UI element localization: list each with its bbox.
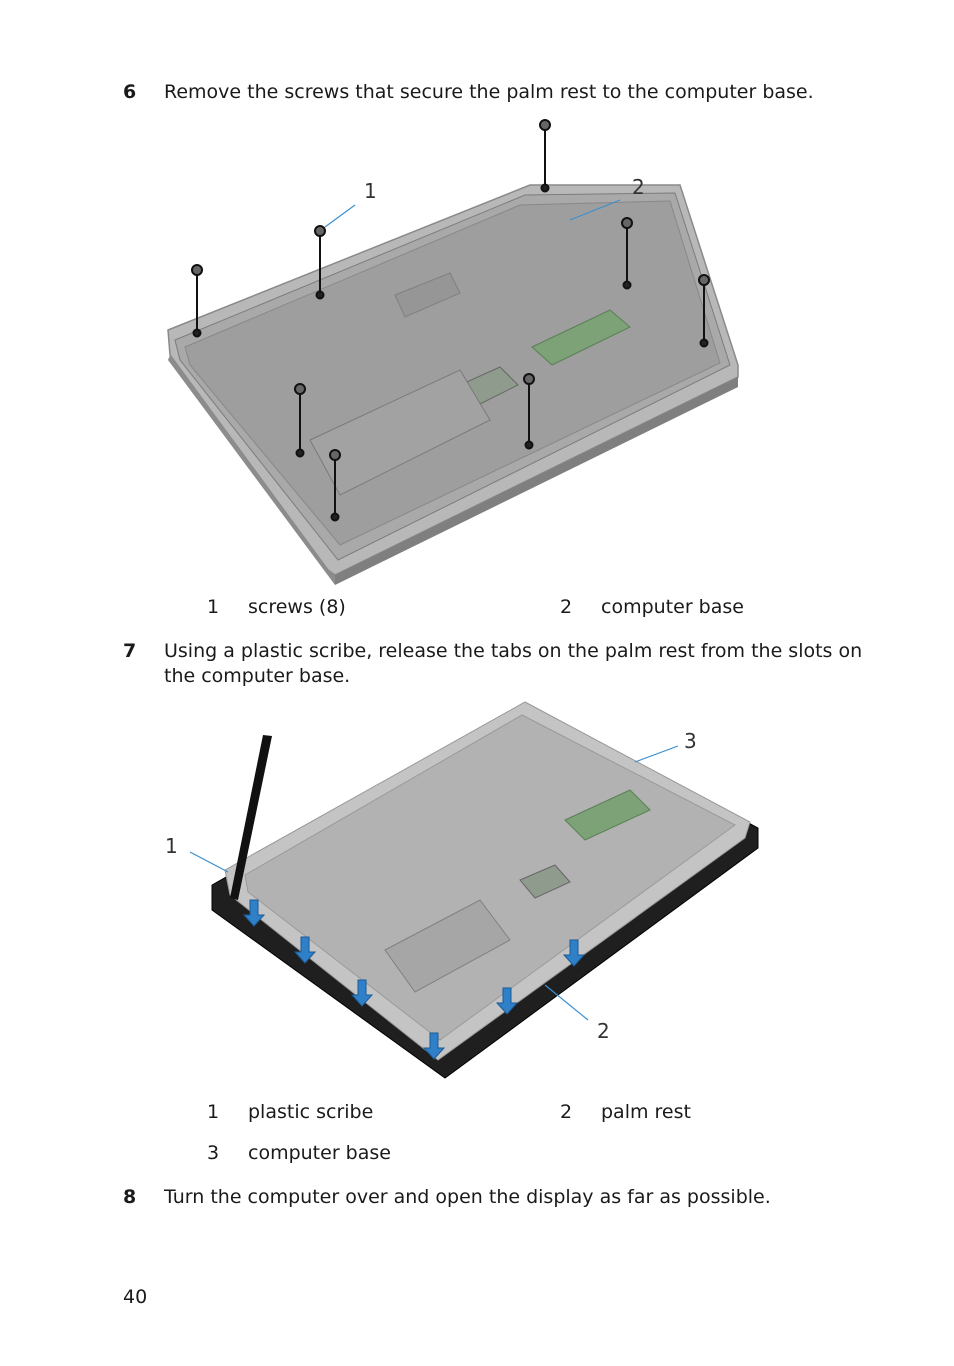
callout-1: 1 bbox=[165, 834, 178, 858]
hdd-bay-shape bbox=[309, 369, 491, 496]
legend-number: 3 bbox=[207, 1142, 220, 1164]
callout-leader-2 bbox=[569, 199, 621, 221]
step-7: 7 Using a plastic scribe, release the ta… bbox=[123, 639, 863, 689]
arrows-group bbox=[242, 899, 586, 1060]
callout-2: 2 bbox=[597, 1019, 610, 1043]
figure-release-tabs: 1 2 3 bbox=[165, 701, 759, 1079]
step-number: 7 bbox=[123, 640, 137, 662]
legend-label: palm rest bbox=[601, 1101, 691, 1123]
legend-number: 1 bbox=[207, 1101, 220, 1123]
callout-2: 2 bbox=[632, 175, 645, 199]
wireless-card-shape bbox=[519, 864, 571, 899]
legend-label: plastic scribe bbox=[248, 1101, 374, 1123]
vent-shape bbox=[394, 272, 461, 318]
legend-number: 2 bbox=[560, 596, 573, 618]
step-text: Turn the computer over and open the disp… bbox=[164, 1186, 771, 1208]
callout-1: 1 bbox=[364, 179, 377, 203]
callout-leader-3 bbox=[634, 745, 679, 763]
callout-leader-2 bbox=[544, 984, 589, 1021]
legend-number: 1 bbox=[207, 596, 220, 618]
legend-number: 2 bbox=[560, 1101, 573, 1123]
screws-group bbox=[191, 119, 710, 522]
legend-label: screws (8) bbox=[248, 596, 346, 618]
step-number: 6 bbox=[123, 81, 137, 103]
step-text: Using a plastic scribe, release the tabs… bbox=[164, 640, 863, 687]
step-text: Remove the screws that secure the palm r… bbox=[164, 81, 814, 103]
memory-module-shape bbox=[564, 789, 651, 841]
legend-label: computer base bbox=[248, 1142, 391, 1164]
callout-leader-1 bbox=[189, 851, 229, 873]
hdd-bay-shape bbox=[384, 899, 511, 993]
memory-module-shape bbox=[531, 309, 631, 366]
page-number: 40 bbox=[123, 1286, 148, 1308]
plastic-scribe-shape bbox=[230, 735, 272, 900]
legend-label: computer base bbox=[601, 596, 744, 618]
step-number: 8 bbox=[123, 1186, 137, 1208]
callout-3: 3 bbox=[684, 729, 697, 753]
figure-remove-screws: 1 2 bbox=[167, 119, 739, 585]
callout-leader-1 bbox=[324, 204, 356, 228]
